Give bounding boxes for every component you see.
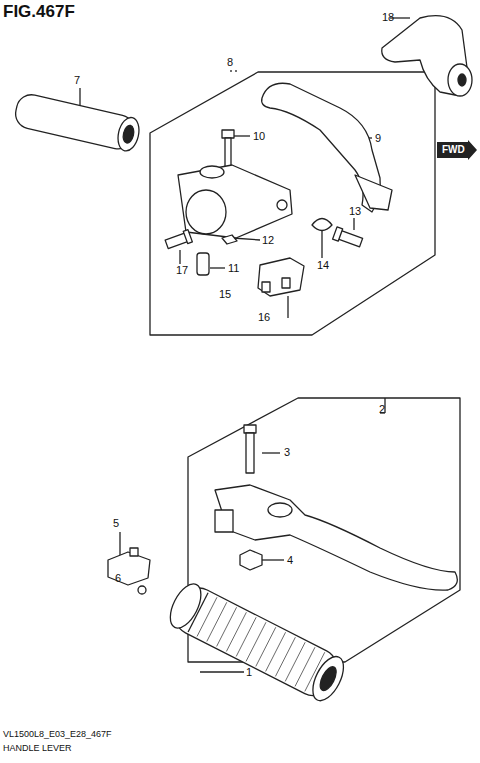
- callout-number: 17: [176, 265, 188, 276]
- drawing-code: VL1500L8_E03_E28_467F: [3, 730, 112, 739]
- callout-number: 5: [113, 518, 119, 529]
- callout-number: 3: [284, 447, 290, 458]
- callout-number: 1: [246, 667, 252, 678]
- arrow-text: FWD: [437, 140, 477, 160]
- callout-number: 12: [262, 235, 274, 246]
- direction-arrow: FWD: [437, 140, 477, 160]
- callout-number: 14: [317, 260, 329, 271]
- callout-number: 2: [379, 404, 385, 415]
- callout-number: 4: [287, 555, 293, 566]
- callout-number: 7: [74, 75, 80, 86]
- callout-number: 16: [258, 312, 270, 323]
- callout-number: 8: [227, 57, 233, 68]
- callout-number: 18: [382, 12, 394, 23]
- callout-number: 9: [375, 133, 381, 144]
- callout-number: 10: [253, 131, 265, 142]
- callout-number: 15: [219, 289, 231, 300]
- figure-title: FIG.467F: [3, 3, 75, 20]
- callout-number: 13: [349, 206, 361, 217]
- callout-number: 6: [115, 573, 121, 584]
- callout-number: 11: [228, 263, 239, 274]
- figure-caption: HANDLE LEVER: [3, 744, 72, 753]
